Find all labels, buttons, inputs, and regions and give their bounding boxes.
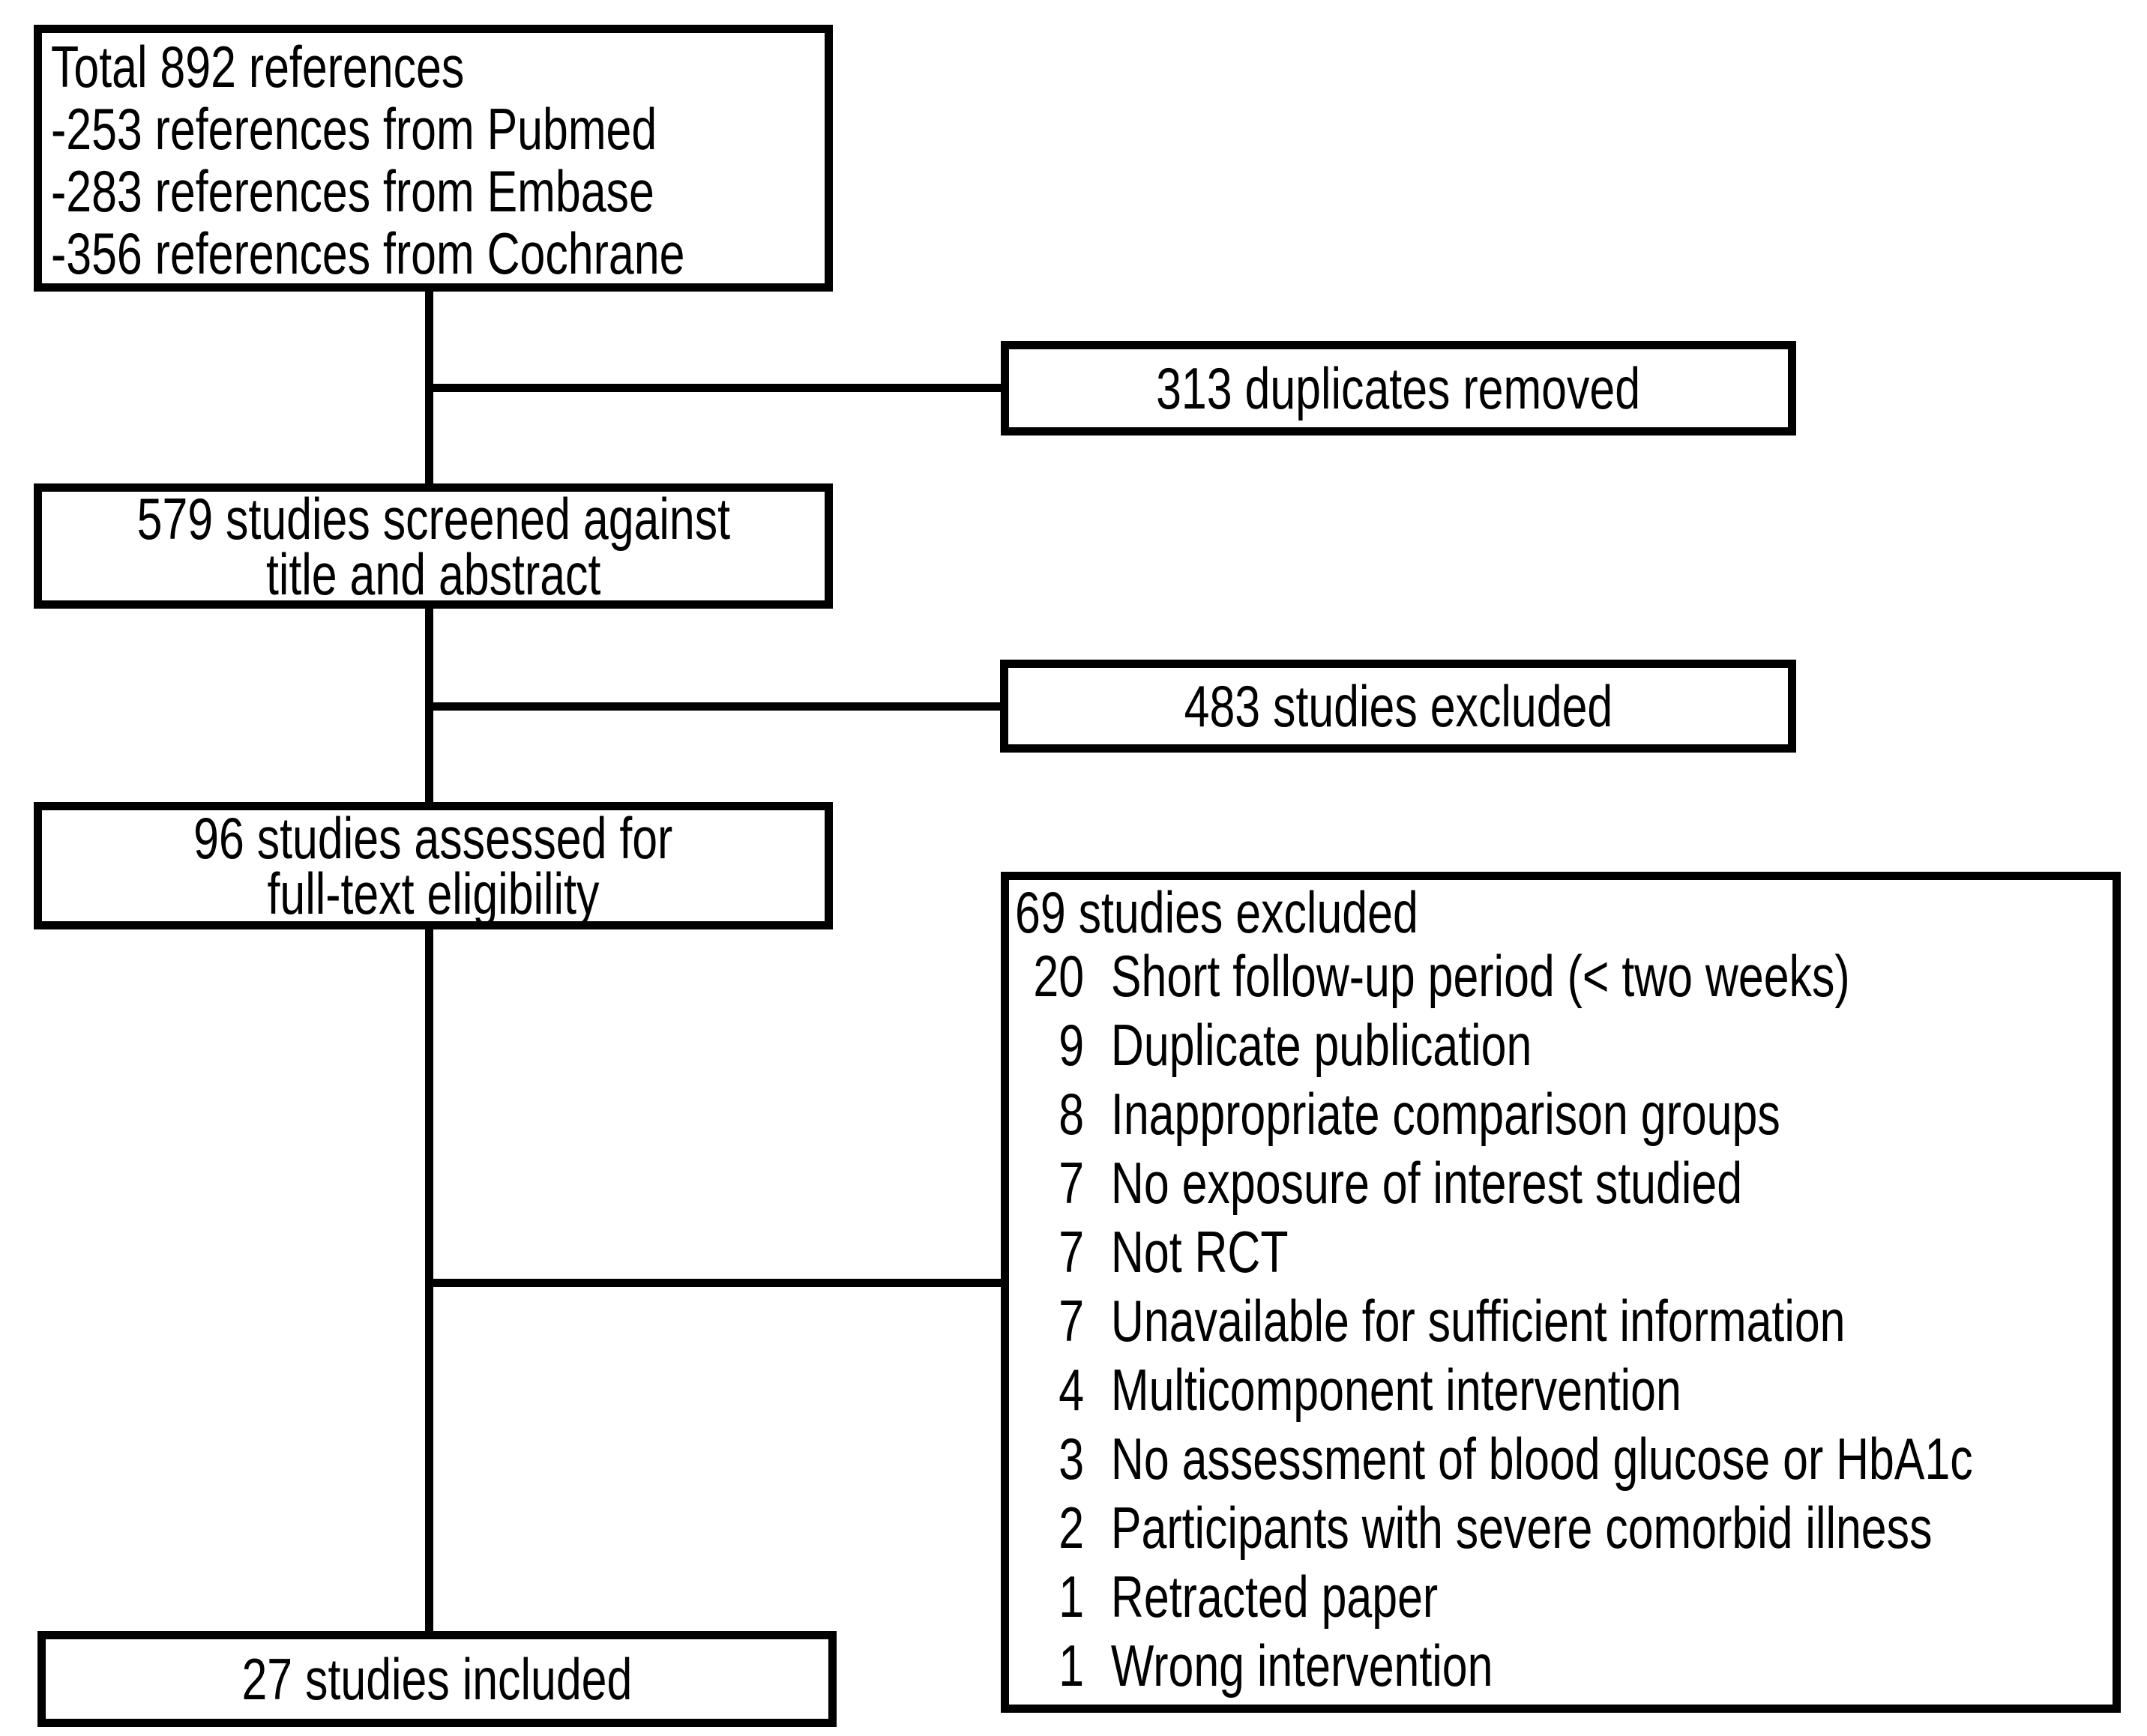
exclusion-count: 1: [1059, 1633, 1085, 1699]
screening-label-line-2: title and abstract: [265, 540, 601, 607]
exclusion-reason-row: 20 Short follow-up period (< two weeks): [1015, 941, 1865, 1010]
exclusion-reason-row: 1 Wrong intervention: [1015, 1631, 1865, 1700]
identification-pubmed-line: -253 references from Pubmed: [51, 96, 657, 162]
exclusion-reason-row: 8 Inappropriate comparison groups: [1015, 1079, 1865, 1148]
box-fulltext-assessed: 96 studies assessed for full-text eligib…: [34, 802, 833, 929]
exclusion-reason-row: 9 Duplicate publication: [1015, 1010, 1865, 1079]
exclusion-reason-row: 3 No assessment of blood glucose or HbA1…: [1015, 1424, 1973, 1493]
exclusion-reason: Inappropriate comparison groups: [1110, 1081, 1780, 1147]
exclusion-count: 4: [1059, 1357, 1085, 1423]
exclusion-reason: Unavailable for sufficient information: [1110, 1288, 1846, 1354]
exclusion-reason-row: 1 Retracted paper: [1015, 1562, 1865, 1631]
box-duplicates-removed: 313 duplicates removed: [1001, 341, 1796, 435]
exclusion-reason-row: 4 Multicomponent intervention: [1015, 1355, 1865, 1424]
exclusion-count: 9: [1059, 1012, 1085, 1078]
box-identification: Total 892 references -253 references fro…: [34, 25, 833, 292]
exclusion-reason-row: 7 No exposure of interest studied: [1015, 1148, 1865, 1217]
connector-branch-to-fulltext-excluded: [425, 1279, 1001, 1287]
screening-label-line-1: 579 studies screened against: [136, 485, 730, 552]
exclusion-count: 8: [1059, 1081, 1085, 1147]
fulltext-excluded-title: 69 studies excluded: [1015, 879, 1418, 945]
box-screening-excluded: 483 studies excluded: [1000, 660, 1796, 753]
exclusion-reason: Not RCT: [1110, 1219, 1289, 1285]
exclusion-reason: Multicomponent intervention: [1110, 1357, 1681, 1423]
exclusion-count: 7: [1059, 1288, 1085, 1354]
exclusion-reason: Wrong intervention: [1110, 1633, 1493, 1699]
exclusion-reason: No exposure of interest studied: [1110, 1150, 1743, 1216]
included-label: 27 studies included: [241, 1646, 633, 1712]
exclusion-reason-row: 7 Unavailable for sufficient information: [1015, 1286, 1865, 1355]
box-included: 27 studies included: [37, 1631, 837, 1727]
exclusion-reason-row: 7 Not RCT: [1015, 1217, 1865, 1286]
exclusion-count: 2: [1059, 1495, 1085, 1561]
identification-cochrane-line: -356 references from Cochrane: [51, 220, 685, 286]
fulltext-assessed-line-1: 96 studies assessed for: [193, 805, 673, 871]
exclusion-reason: Participants with severe comorbid illnes…: [1110, 1495, 1933, 1561]
box-title-abstract-screening: 579 studies screened against title and a…: [34, 483, 833, 609]
exclusion-count: 7: [1059, 1219, 1085, 1285]
identification-total-line: Total 892 references: [51, 34, 465, 100]
identification-embase-line: -283 references from Embase: [51, 158, 654, 224]
exclusion-count: 20: [1033, 943, 1085, 1009]
screening-excluded-label: 483 studies excluded: [1184, 673, 1612, 739]
exclusion-count: 7: [1059, 1150, 1085, 1216]
duplicates-removed-label: 313 duplicates removed: [1156, 355, 1641, 421]
fulltext-assessed-line-2: full-text eligibility: [267, 861, 600, 926]
exclusion-reason: Duplicate publication: [1110, 1012, 1532, 1078]
exclusion-reason-row: 2 Participants with severe comorbid illn…: [1015, 1493, 1932, 1562]
connector-branch-to-screening-excluded: [425, 702, 1001, 711]
exclusion-reason: Short follow-up period (< two weeks): [1110, 943, 1850, 1009]
exclusion-count: 1: [1059, 1564, 1085, 1630]
box-fulltext-excluded: 69 studies excluded 20 Short follow-up p…: [1001, 872, 2121, 1713]
connector-branch-to-duplicates: [425, 384, 1001, 392]
exclusion-reason: No assessment of blood glucose or HbA1c: [1110, 1426, 1973, 1492]
exclusion-reason: Retracted paper: [1110, 1564, 1439, 1630]
exclusion-count: 3: [1059, 1426, 1085, 1492]
